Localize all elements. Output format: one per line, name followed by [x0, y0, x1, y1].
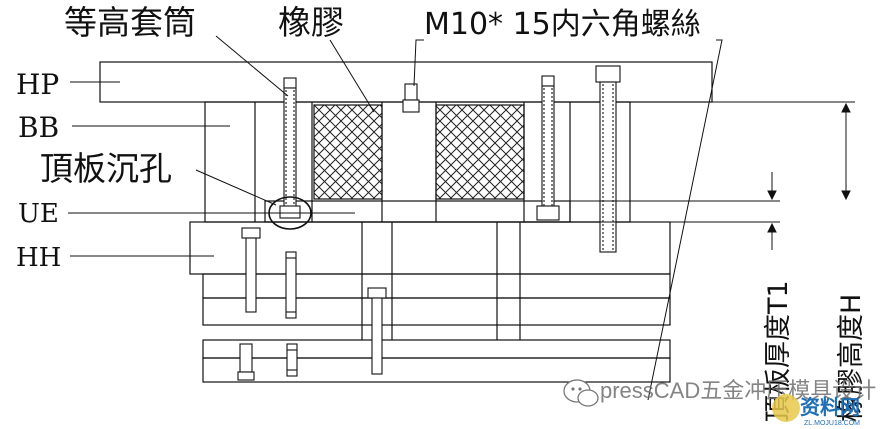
leader-sleeve — [215, 35, 289, 97]
lower-pin-1 — [285, 251, 297, 319]
lower-screw-2 — [367, 287, 387, 375]
lower-pin-2 — [286, 343, 298, 377]
hh-plate — [189, 221, 671, 275]
label-counterbore: 頂板沉孔 — [40, 149, 172, 188]
lower-plate-1 — [202, 273, 671, 299]
lower-screw-3 — [237, 343, 255, 381]
watermark-badge-sub: ZL.MOJU18.COM — [804, 420, 860, 427]
label-ue: UE — [18, 199, 59, 229]
leader-rubber — [329, 39, 375, 113]
m10-screw — [402, 83, 420, 113]
large-socket-screw — [595, 65, 621, 253]
label-bb: BB — [18, 111, 59, 144]
lower-plate-3 — [202, 339, 671, 359]
lower-screw-1 — [241, 227, 261, 313]
rubber-block-left — [313, 104, 383, 200]
leader-counterbore — [195, 169, 277, 206]
label-screw: M10* 15内六角螺絲 — [424, 7, 701, 42]
watermark: pressCAD五金冲压模具设计 资料网 ZL.MOJU18.COM — [563, 378, 876, 427]
label-hh: HH — [16, 243, 61, 273]
leader-screw — [413, 39, 424, 87]
bb-block — [204, 101, 631, 223]
standoff-sleeve-bolt — [279, 77, 301, 219]
lower-plate-2 — [202, 297, 671, 326]
resource-site-logo: 资料网 ZL.MOJU18.COM — [772, 394, 860, 427]
rubber-blocks — [313, 104, 525, 200]
watermark-badge: 资料网 — [800, 395, 860, 419]
lower-plate-4 — [202, 357, 671, 383]
standoff-sleeve-right — [536, 75, 560, 221]
rubber-block-right — [435, 104, 525, 200]
label-hp: HP — [16, 68, 59, 101]
label-rubber-height: 橡膠高度H — [836, 294, 867, 422]
wechat-icon — [563, 379, 599, 407]
leader-long — [647, 39, 723, 401]
watermark-text: pressCAD五金冲压模具设计 — [600, 378, 876, 403]
label-standoff-sleeve: 等高套筒 — [64, 3, 196, 42]
label-rubber: 橡膠 — [278, 3, 344, 42]
